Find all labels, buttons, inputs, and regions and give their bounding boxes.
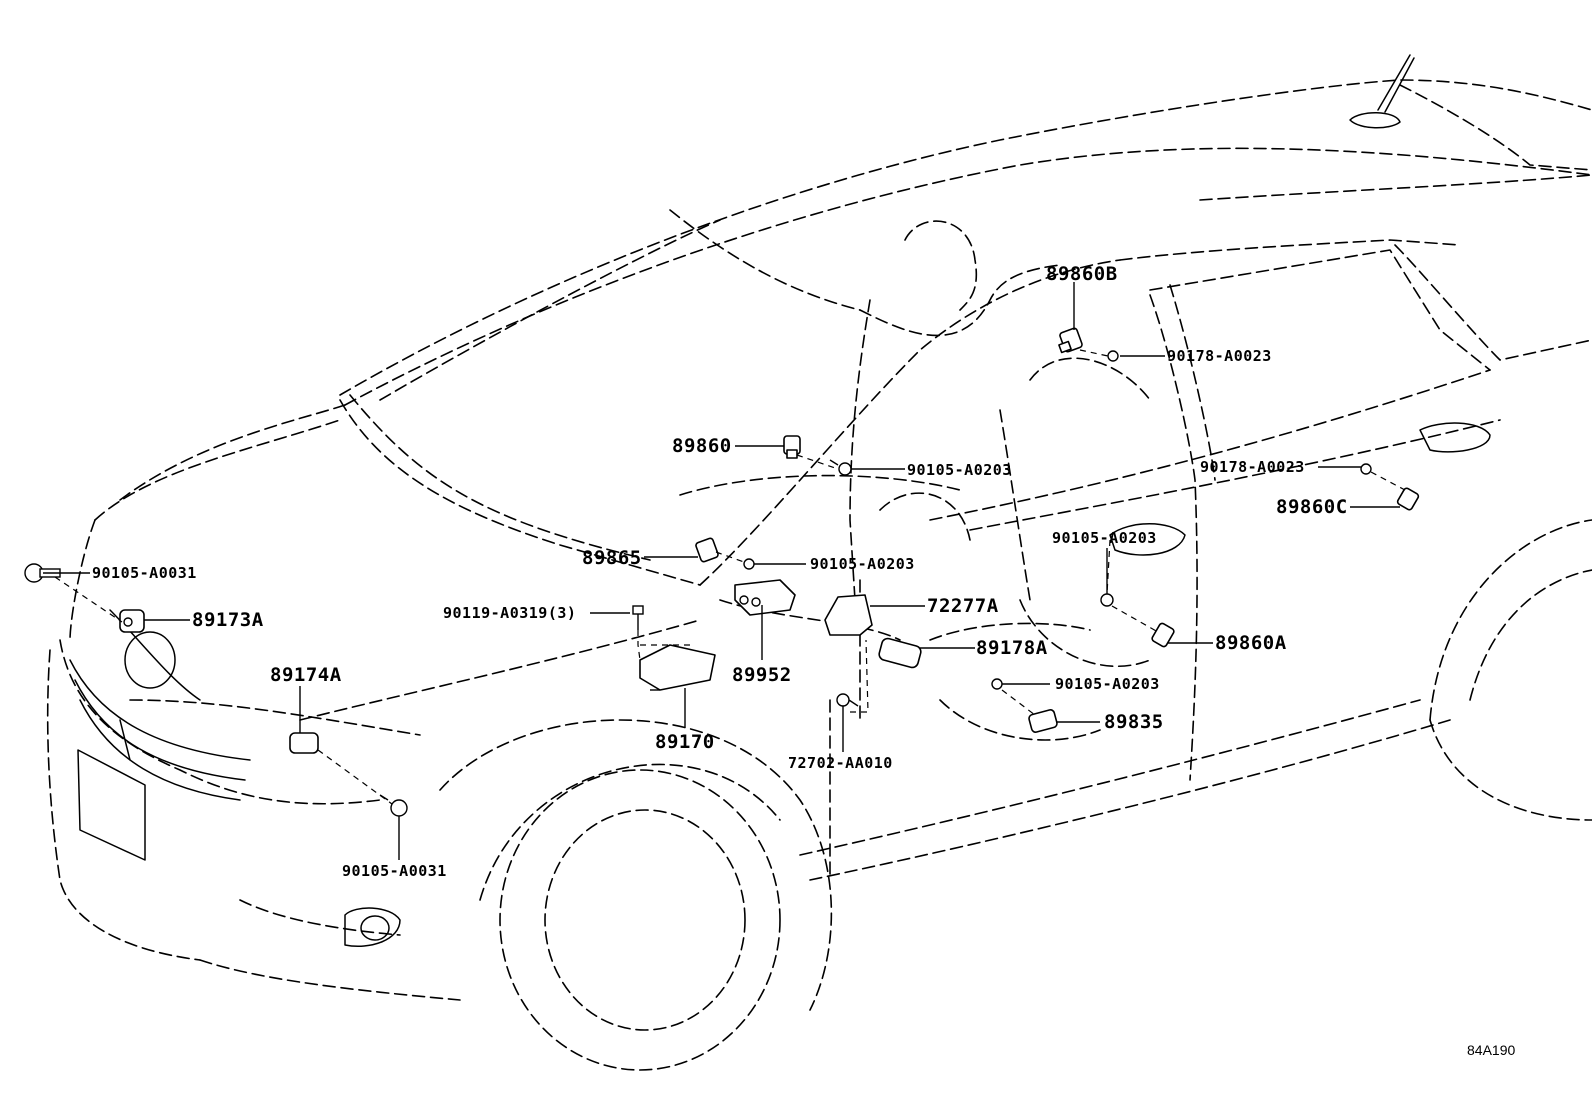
bracket-72277a xyxy=(824,594,873,636)
bolt-90105-a0203-3 xyxy=(1100,593,1114,607)
label-89860b: 89860B xyxy=(1046,263,1118,285)
label-89174a: 89174A xyxy=(270,664,342,686)
label-90105-a0203-2: 90105-A0203 xyxy=(810,555,915,573)
nut-90178-top xyxy=(1107,350,1119,362)
bolt-90105-a0203-1 xyxy=(838,462,852,476)
sensor-89860b xyxy=(1058,327,1083,354)
label-89835: 89835 xyxy=(1104,711,1164,733)
leader-lines xyxy=(43,282,1406,860)
vehicle-outline xyxy=(46,54,1592,1071)
label-89170: 89170 xyxy=(655,731,715,753)
label-89860c: 89860C xyxy=(1276,496,1348,518)
label-72277a: 72277A xyxy=(927,595,999,617)
label-90105-a0203-4: 90105-A0203 xyxy=(1055,675,1160,693)
label-90178-a0023-top: 90178-A0023 xyxy=(1167,347,1272,365)
sensor-89860a xyxy=(1151,622,1175,648)
label-90178-a0023-right: 90178-A0023 xyxy=(1200,458,1305,476)
label-89860a: 89860A xyxy=(1215,632,1287,654)
parts xyxy=(24,327,1420,817)
label-89178a: 89178A xyxy=(976,637,1048,659)
sensor-89174a xyxy=(289,732,319,754)
label-89865: 89865 xyxy=(582,547,642,569)
screw-90119-a0319 xyxy=(632,605,644,630)
diagram-reference-code: 84A190 xyxy=(1467,1042,1515,1058)
sensor-89952 xyxy=(734,579,796,616)
label-90105-a0203-3: 90105-A0203 xyxy=(1052,529,1157,547)
bolt-72702-aa010 xyxy=(836,693,859,707)
label-89952: 89952 xyxy=(732,664,792,686)
sensor-89178a xyxy=(878,637,922,669)
bolt-90105-a0203-2 xyxy=(743,558,755,570)
sensor-89835 xyxy=(1028,709,1058,733)
sensor-89860c xyxy=(1396,487,1420,511)
label-72702-aa010: 72702-AA010 xyxy=(788,754,893,772)
label-90105-a0031-left: 90105-A0031 xyxy=(92,564,197,582)
label-89860: 89860 xyxy=(672,435,732,457)
airbag-ecu-89170 xyxy=(639,644,716,691)
sensor-89860 xyxy=(783,435,801,459)
bolt-90105-a0203-4 xyxy=(991,678,1003,690)
label-90105-a0203-1: 90105-A0203 xyxy=(907,461,1012,479)
sensor-89865 xyxy=(695,537,719,563)
callout-labels: 89860B 90178-A0023 89860 90105-A0203 901… xyxy=(92,263,1515,1058)
nut-90178-right xyxy=(1360,463,1372,475)
label-90119-a0319: 90119-A0319(3) xyxy=(443,604,576,622)
label-90105-a0031-bottom: 90105-A0031 xyxy=(342,862,447,880)
sensor-89173a xyxy=(119,609,145,633)
label-89173a: 89173A xyxy=(192,609,264,631)
